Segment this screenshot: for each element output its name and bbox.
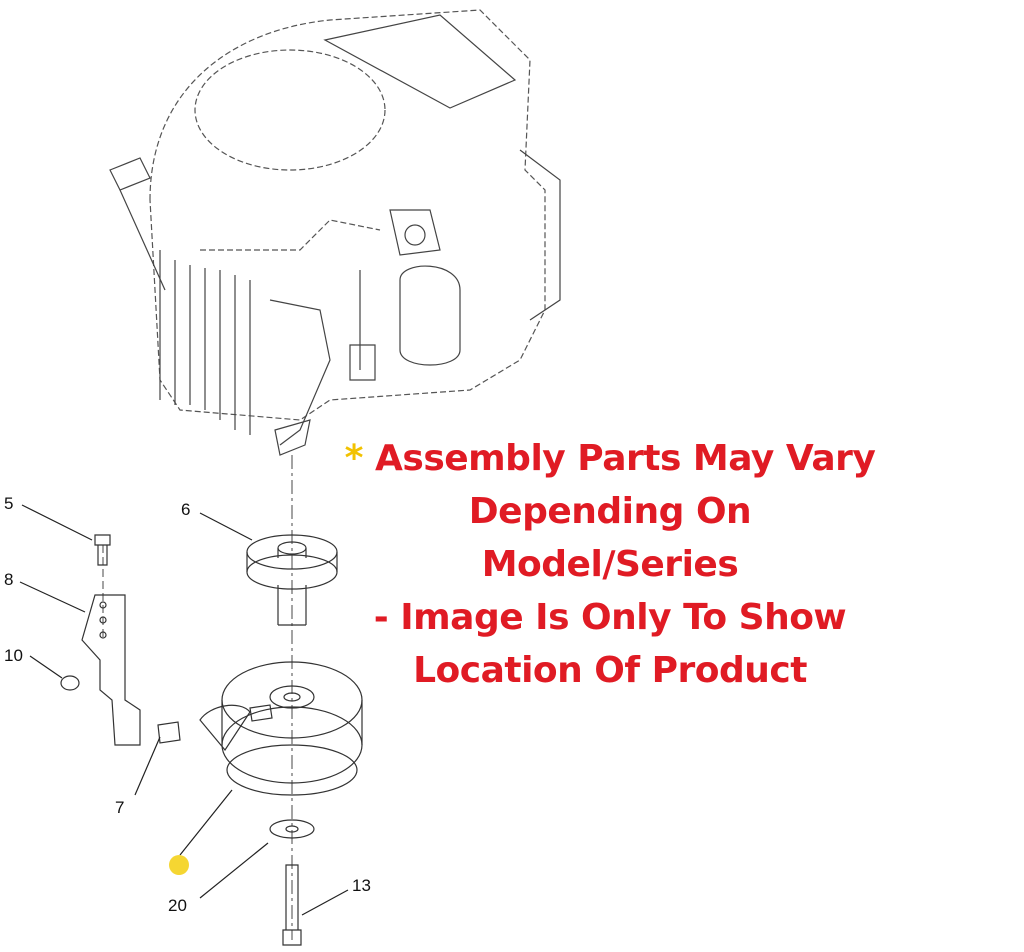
callout-7: 7 [115,798,125,817]
nut [60,675,80,691]
location-marker [169,855,189,875]
note-line-3: - Image Is Only To Show [373,597,847,638]
washer [269,819,315,839]
engine-details [109,14,561,456]
note-line-1: * Assembly Parts May Vary [340,432,880,485]
electric-clutch [199,661,363,796]
engine-illustration [149,9,546,421]
pulley [246,534,338,626]
bracket [81,594,141,746]
callout-20: 20 [168,896,187,915]
callout-5: 5 [4,494,14,513]
asterisk: * [344,438,364,479]
disclaimer-note: * Assembly Parts May Vary Depending On M… [340,432,880,697]
note-line-2: Depending On Model/Series [468,491,752,585]
long-bolt [282,864,302,946]
callout-13: 13 [352,876,371,895]
note-text-1: Assembly Parts May Vary [375,438,876,479]
bolt [94,534,111,566]
spacer [157,721,181,744]
callout-10: 10 [4,646,23,665]
leader-lines [19,504,349,916]
callout-8: 8 [4,570,14,589]
note-line-4: Location Of Product [413,650,807,691]
callout-6: 6 [181,500,191,519]
